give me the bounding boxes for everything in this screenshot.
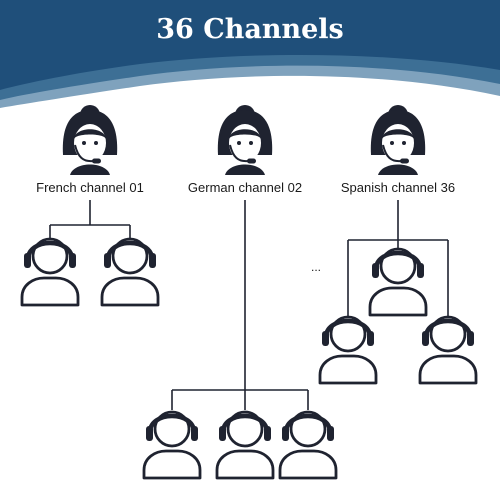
headset-operator-icon (216, 104, 274, 176)
header-banner (0, 0, 500, 108)
listeners-french (22, 239, 158, 305)
operator-french: French channel 01 (36, 104, 144, 195)
header-wave-dark (0, 0, 500, 90)
headphone-listener-icon (102, 239, 158, 305)
headset-operator-icon (369, 104, 427, 176)
connectors (49, 200, 449, 410)
headphone-listener-icon (370, 249, 426, 315)
headphone-listener-icon (420, 317, 476, 383)
operator-spanish: Spanish channel 36 (341, 104, 455, 195)
headphone-listener-icon (144, 412, 200, 478)
operator-label-french: French channel 01 (36, 180, 144, 195)
headphone-listener-icon (280, 412, 336, 478)
headphone-listener-icon (217, 412, 273, 478)
operator-label-german: German channel 02 (188, 180, 302, 195)
operator-label-spanish: Spanish channel 36 (341, 180, 455, 195)
headphone-listener-icon (22, 239, 78, 305)
operator-german: German channel 02 (188, 104, 302, 195)
page-title: 36 Channels (156, 14, 344, 45)
listeners-german (144, 412, 336, 478)
ellipsis: ... (311, 260, 321, 274)
headphone-listener-icon (320, 317, 376, 383)
listeners-spanish (320, 249, 476, 383)
headset-operator-icon (61, 104, 119, 176)
